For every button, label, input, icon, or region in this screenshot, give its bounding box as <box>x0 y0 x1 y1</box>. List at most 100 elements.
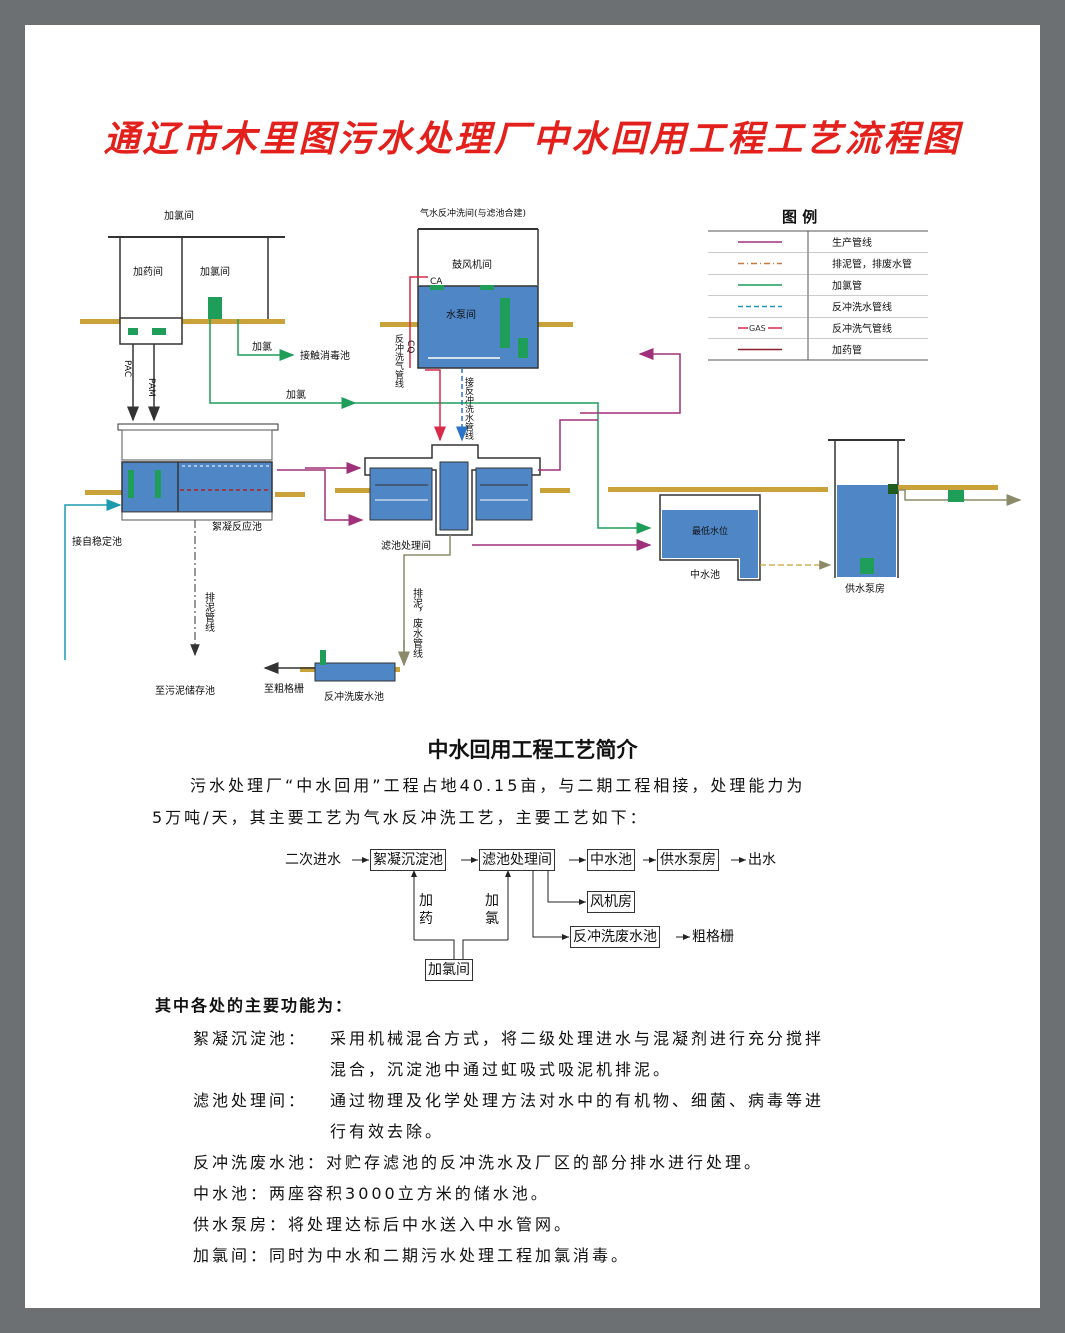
chlorine-room-inner-label: 加氯间 <box>200 265 230 278</box>
intro-line-2: 5万吨/天，其主要工艺为气水反冲洗工艺，主要工艺如下： <box>152 808 649 827</box>
function-text-cont: 混合，沉淀池中通过虹吸式吸泥机排泥。 <box>330 1060 673 1079</box>
function-name: 供水泵房： <box>193 1215 289 1234</box>
production-pipe-filter-out <box>538 419 598 471</box>
legend-label: 生产管线 <box>832 236 872 249</box>
dosing-tank-icon <box>152 328 166 335</box>
from-settling-label: 接自稳定池 <box>72 535 122 548</box>
reclaimed-tank <box>608 487 828 581</box>
flow-outlet: 出水 <box>748 852 776 868</box>
legend-swatch-mark: GAS <box>749 324 766 333</box>
cq-mark: CQ <box>405 340 415 353</box>
flow-start: 二次进水 <box>285 852 341 868</box>
chlorine-label-2: 加氯 <box>286 388 306 401</box>
function-line: 供水泵房：将处理达标后中水送入中水管网。 <box>193 1211 573 1235</box>
legend-label: 加药管 <box>832 344 862 357</box>
chlorine-pipe-to-reclaimed <box>355 402 652 534</box>
reclaimed-tank-water <box>662 510 758 558</box>
backwash-air-pipe <box>425 369 446 442</box>
flow-box-chlorine-room: 加氯间 <box>425 959 473 981</box>
function-name: 滤池处理间： <box>193 1091 308 1110</box>
supply-pump-icon <box>860 558 874 574</box>
flow-coarse: 粗格栅 <box>692 929 734 945</box>
flow-chlorine: 加氯 <box>485 893 499 927</box>
flow-box-pump: 供水泵房 <box>657 849 719 871</box>
chlorine-building: 加氯间 加药间 加氯间 <box>80 209 285 345</box>
function-text: 通过物理及化学处理方法对水中的有机物、细菌、病毒等进 <box>330 1091 825 1110</box>
filter-channel <box>439 461 469 531</box>
outflow-valve-icon <box>948 490 964 502</box>
legend-label: 加氯管 <box>832 279 862 292</box>
contact-tank-label: 接触消毒池 <box>300 349 350 362</box>
backwash-waste-tank <box>300 650 400 682</box>
to-sludge-storage-label: 至污泥储存池 <box>155 684 215 697</box>
filter-room-label: 滤池处理间 <box>381 539 431 552</box>
flow-box-filter: 滤池处理间 <box>479 849 555 871</box>
chlorine-building-label: 加氯间 <box>164 209 194 222</box>
blower-room-label: 鼓风机间 <box>452 258 492 271</box>
function-text: 同时为中水和二期污水处理工程加氯消毒。 <box>269 1246 631 1265</box>
backwash-air-pipe-label: 反冲洗气管线 <box>393 334 404 388</box>
to-coarse-screen-label: 至粗格栅 <box>264 682 304 695</box>
function-text-cont: 行有效去除。 <box>330 1122 445 1141</box>
dosing-tank-icon <box>128 328 138 335</box>
flow-box-reclaimed: 中水池 <box>587 849 635 871</box>
backwash-water-pipe-label: 接反冲洗水管线 <box>463 376 474 440</box>
backwash-waste-tank-label: 反冲洗废水池 <box>324 690 384 703</box>
floc-tank-water <box>121 461 273 513</box>
pac-label: PAC <box>122 360 132 377</box>
function-text: 将处理达标后中水送入中水管网。 <box>288 1215 574 1234</box>
floc-tank-label: 絮凝反应池 <box>212 520 262 533</box>
function-name: 絮凝沉淀池： <box>193 1029 308 1048</box>
flow-box-backwash: 反冲洗废水池 <box>570 926 660 948</box>
functions-heading: 其中各处的主要功能为： <box>155 996 354 1015</box>
chlorine-pipe-to-filter <box>209 319 357 409</box>
reclaimed-tank-label: 中水池 <box>690 568 720 581</box>
pump-icon <box>500 298 510 348</box>
function-line: 中水池：两座容积3000立方米的储水池。 <box>193 1180 550 1204</box>
mixer-icon <box>155 470 161 498</box>
legend-title: 图 例 <box>782 208 817 226</box>
function-text: 两座容积3000立方米的储水池。 <box>269 1184 550 1203</box>
ca-mark: CA <box>430 277 443 287</box>
intro-title: 中水回用工程工艺简介 <box>427 738 638 762</box>
supply-pump-room <box>828 439 998 578</box>
supply-pump-room-label: 供水泵房 <box>845 582 885 595</box>
sludge-pipe-label: 排泥管线 <box>203 591 215 632</box>
function-name: 加氯间： <box>193 1246 270 1265</box>
flow-box-floc: 絮凝沉淀池 <box>370 849 446 871</box>
function-line: 反冲洗废水池：对贮存滤池的反冲洗水及厂区的部分排水进行处理。 <box>193 1149 763 1173</box>
filter-room <box>335 444 570 536</box>
blower-backwash-room-label: 气水反冲洗间(与滤池合建) <box>420 207 526 219</box>
production-pipe-floc-to-filter <box>277 469 364 526</box>
legend-label: 反冲洗气管线 <box>832 322 892 335</box>
chlorine-pipe-to-contact <box>237 319 295 361</box>
function-line: 加氯间：同时为中水和二期污水处理工程加氯消毒。 <box>193 1242 630 1266</box>
pam-label: PAM <box>146 378 156 397</box>
filter-cell-right <box>475 467 533 521</box>
pump-room-label: 水泵间 <box>446 308 476 321</box>
flow-dosing: 加药 <box>419 893 433 927</box>
process-diagram: 加氯间 加药间 加氯间 加氯 接触消毒池 加氯 PAC PAM 絮凝反应池 <box>64 207 1022 703</box>
legend-label: 反冲洗水管线 <box>832 301 892 314</box>
sludge-waste-pipe-label: 排泥，废水管线 <box>411 587 423 658</box>
blower-building: 气水反冲洗间(与滤池合建) 鼓风机间 水泵间 CA <box>380 207 573 369</box>
intro-line-1: 污水处理厂“中水回用”工程占地40.15亩，与二期工程相接，处理能力为 <box>190 776 806 795</box>
function-name: 反冲洗废水池： <box>193 1153 327 1172</box>
chlorinator-icon <box>208 297 222 319</box>
chlorine-label-1: 加氯 <box>252 340 272 353</box>
flow-box-blower: 风机房 <box>587 891 635 913</box>
mixer-icon <box>128 470 134 498</box>
dosing-room-label: 加药间 <box>133 265 163 278</box>
floc-tank <box>85 423 305 521</box>
filter-cell-left <box>369 467 433 521</box>
function-name: 中水池： <box>193 1184 270 1203</box>
poster-sheet <box>25 25 1040 1308</box>
air-pipe-1 <box>409 276 428 368</box>
legend-label: 排泥管，排废水管 <box>832 258 912 271</box>
poster-title: 通辽市木里图污水处理厂中水回用工程工艺流程图 <box>103 119 962 160</box>
function-text: 采用机械混合方式，将二级处理进水与混凝剂进行充分搅拌 <box>330 1029 825 1048</box>
production-pipe-to-pump-room <box>580 348 681 414</box>
inflow-pipe <box>64 499 122 660</box>
